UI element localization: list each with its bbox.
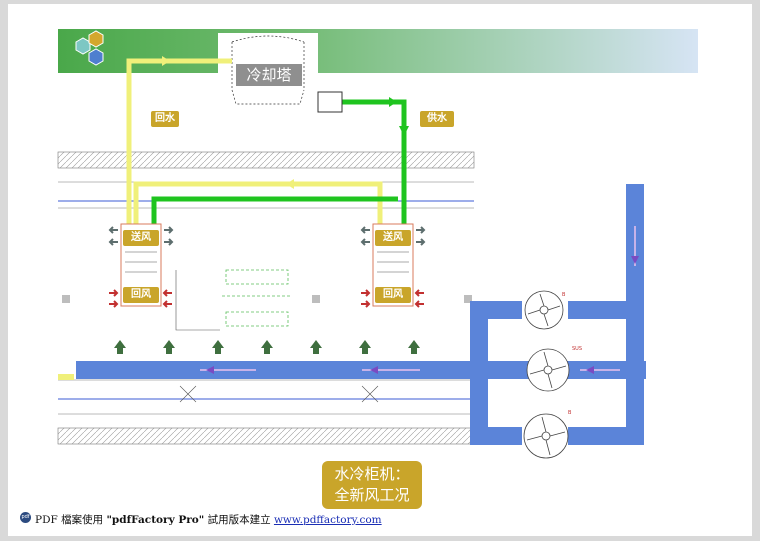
duct-sketch <box>222 269 292 327</box>
fan-icon <box>526 348 570 392</box>
damper-icons <box>179 385 379 403</box>
slab-top <box>57 151 475 169</box>
slab-bottom <box>57 427 475 445</box>
footer-link[interactable]: www.pdffactory.com <box>273 514 382 526</box>
caption-line-1: 水冷柜机： <box>334 465 410 483</box>
supply-arrow-icon <box>399 126 409 136</box>
duct-arrow-icon <box>631 256 639 264</box>
footer-brand: "pdfFactory Pro" <box>106 514 205 526</box>
footer-middle: 試用版本建立 <box>204 514 274 526</box>
duct-arrow-icon <box>206 366 214 374</box>
supply-water-pipe <box>151 99 407 226</box>
caption-line-2: 全新风工况 <box>334 486 410 504</box>
return-air-tag-right: 回风 <box>375 287 411 303</box>
supply-air-tag-left: 送风 <box>123 230 159 246</box>
up-arrows <box>114 340 420 354</box>
supply-water-tag: 供水 <box>420 111 454 127</box>
header-bar <box>58 29 698 73</box>
cooling-tower-sketch <box>231 35 305 105</box>
logo-hexagons-icon <box>75 30 104 66</box>
cooling-tower-label: 冷却塔 <box>236 64 302 86</box>
return-water-tag: 回水 <box>151 111 179 127</box>
pump-box <box>317 91 343 113</box>
fan-icon <box>523 413 569 459</box>
duct-arrow-icon <box>586 366 594 374</box>
footer-prefix: PDF 檔案使用 <box>35 514 107 526</box>
duct-arrow-icon <box>370 366 378 374</box>
return-water-pipe <box>126 58 383 226</box>
pdf-footer: PDF 檔案使用 "pdfFactory Pro" 試用版本建立 www.pdf… <box>35 512 382 527</box>
return-arrow-icon <box>286 179 294 189</box>
fan-icon <box>524 290 564 330</box>
fan-mark: B <box>562 292 566 298</box>
return-air-tag-left: 回风 <box>123 287 159 303</box>
caption-box: 水冷柜机： 全新风工况 <box>322 461 422 509</box>
airflow-arrows <box>108 226 426 308</box>
return-arrow-icon <box>162 56 170 66</box>
fan-mark: SUS <box>572 346 582 352</box>
fan-mark: B <box>568 410 572 416</box>
supply-air-tag-right: 送风 <box>375 230 411 246</box>
supply-arrow-icon <box>389 97 397 107</box>
pdf-logo-icon: pdf <box>20 512 31 523</box>
main-duct <box>76 184 646 445</box>
